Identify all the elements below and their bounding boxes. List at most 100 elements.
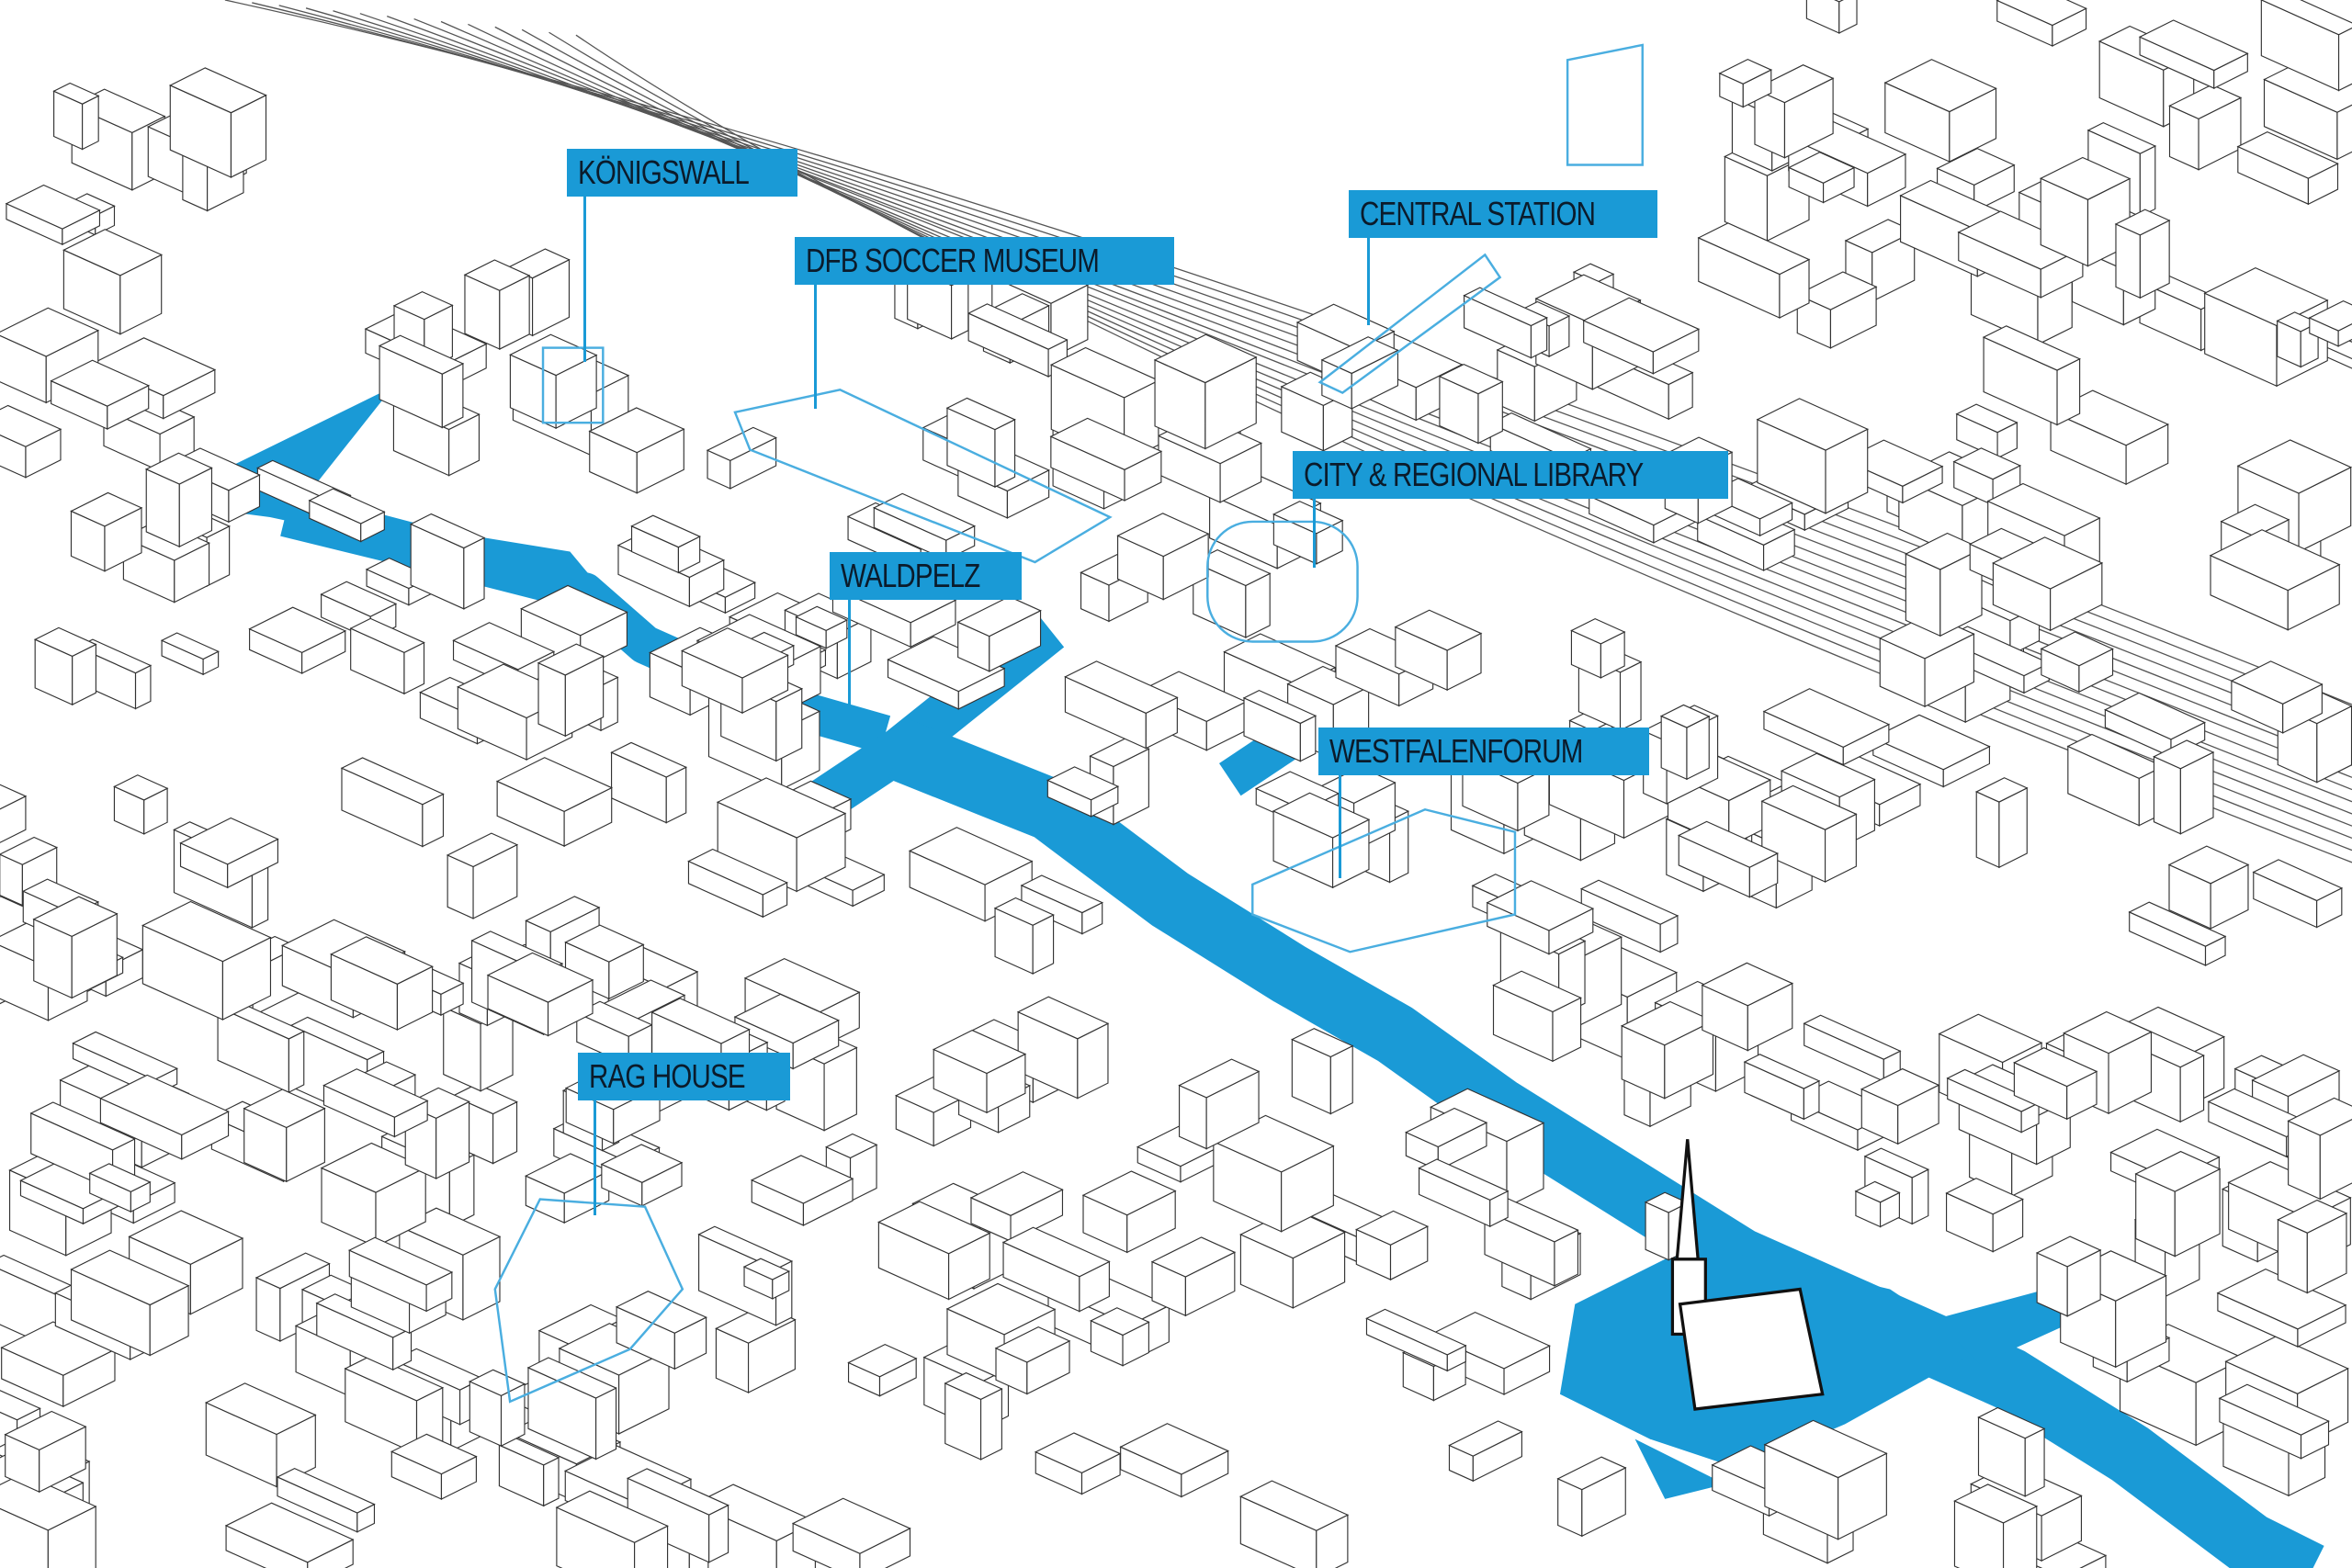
building-block [1116, 513, 1210, 601]
building-block [1090, 1307, 1150, 1367]
building-block [795, 605, 849, 649]
building-block [1486, 880, 1595, 955]
label-waldpelz: WALDPELZ [830, 552, 1022, 600]
building-block [2128, 901, 2227, 966]
building-block [969, 1171, 1064, 1243]
building-block [248, 606, 347, 674]
building-block [1242, 689, 1317, 762]
building-block [716, 777, 847, 893]
building-block [2260, 0, 2352, 92]
building-block [330, 936, 434, 1031]
building-block [2153, 739, 2215, 835]
building-block [160, 632, 220, 676]
building-block [1718, 58, 1773, 108]
building-block [1001, 1226, 1111, 1313]
label-konigswall: KÖNIGSWALL [567, 149, 797, 197]
building-block [141, 900, 272, 1021]
building-block [315, 1293, 413, 1371]
label-text: RAG HOUSE [589, 1057, 746, 1095]
building-block [1787, 152, 1856, 204]
building-block [320, 1142, 427, 1247]
label-text: CENTRAL STATION [1360, 195, 1596, 232]
building-block [32, 896, 119, 999]
building-block [1756, 398, 1870, 514]
building-block [1064, 660, 1179, 750]
building-block [1871, 714, 1991, 788]
building-block [944, 1371, 1003, 1461]
label-text: WESTFALENFORUM [1329, 732, 1583, 770]
label-text: DFB SOCCER MUSEUM [806, 242, 1100, 279]
building-block [1119, 1423, 1229, 1498]
building-block [2035, 1235, 2102, 1317]
building-block [1492, 970, 1582, 1063]
building-block [1996, 0, 2087, 47]
label-city-regional-library: CITY & REGIONAL LIBRARY [1293, 451, 1729, 499]
building-block [564, 924, 645, 1000]
building-block [1153, 333, 1258, 450]
building-block [308, 488, 386, 543]
label-text: CITY & REGIONAL LIBRARY [1304, 456, 1644, 493]
building-block [204, 1382, 317, 1488]
building-block [1743, 1054, 1821, 1121]
building-block [994, 1326, 1071, 1395]
building-block [1854, 1180, 1901, 1228]
building-block [2216, 1268, 2347, 1348]
building-block [1955, 403, 2018, 459]
building-block [403, 1087, 470, 1179]
building-block [390, 1433, 478, 1500]
building-block [626, 1468, 729, 1563]
building-block [2168, 84, 2243, 171]
building-block [70, 1249, 190, 1357]
building-block [2114, 209, 2171, 299]
building-block [537, 643, 605, 738]
building-block [775, 1025, 858, 1132]
building-block [1620, 1000, 1714, 1100]
building-block [1677, 820, 1780, 898]
building-block [0, 404, 62, 479]
building-block [1291, 1028, 1354, 1115]
soccer-museum-building [733, 389, 1113, 564]
building-block [70, 491, 143, 572]
leader-city-regional-library [1313, 499, 1316, 568]
building-block [791, 1497, 911, 1568]
building-block [706, 426, 777, 490]
building-block [2277, 1199, 2348, 1294]
building-block [168, 67, 267, 178]
building-block [144, 452, 213, 548]
building-block [378, 334, 465, 429]
label-text: WALDPELZ [841, 557, 980, 594]
building-block [1150, 1236, 1237, 1317]
building-block [1860, 1067, 1940, 1145]
building-block [1046, 766, 1120, 818]
label-dfb-soccer-museum: DFB SOCCER MUSEUM [795, 237, 1175, 285]
building-block [630, 514, 701, 574]
building-block [409, 513, 486, 610]
building-block [322, 1068, 429, 1138]
building-block [113, 774, 169, 835]
building-block [2236, 130, 2339, 206]
building-block [33, 626, 97, 706]
building-block [2138, 19, 2249, 90]
building-block [2308, 299, 2352, 347]
konigswall-building [541, 346, 605, 424]
building-block [50, 359, 151, 430]
building-block [887, 636, 1006, 710]
leader-waldpelz [848, 600, 851, 705]
building-block [1239, 1208, 1346, 1309]
building-block [2287, 1097, 2352, 1201]
building-block [715, 1304, 797, 1393]
leader-dfb-soccer-museum [814, 285, 817, 409]
building-block [932, 1029, 1027, 1114]
building-block [224, 1502, 355, 1568]
building-block [2167, 845, 2250, 930]
building-block [468, 1369, 526, 1448]
building-block [1354, 1210, 1430, 1280]
building-block [0, 784, 28, 843]
building-block [610, 741, 688, 824]
building-block [1020, 874, 1104, 935]
building-block [877, 1201, 991, 1301]
building-block [1081, 1170, 1177, 1254]
building-block [1272, 501, 1344, 565]
building-block [1659, 704, 1711, 781]
building-block [1760, 784, 1858, 883]
